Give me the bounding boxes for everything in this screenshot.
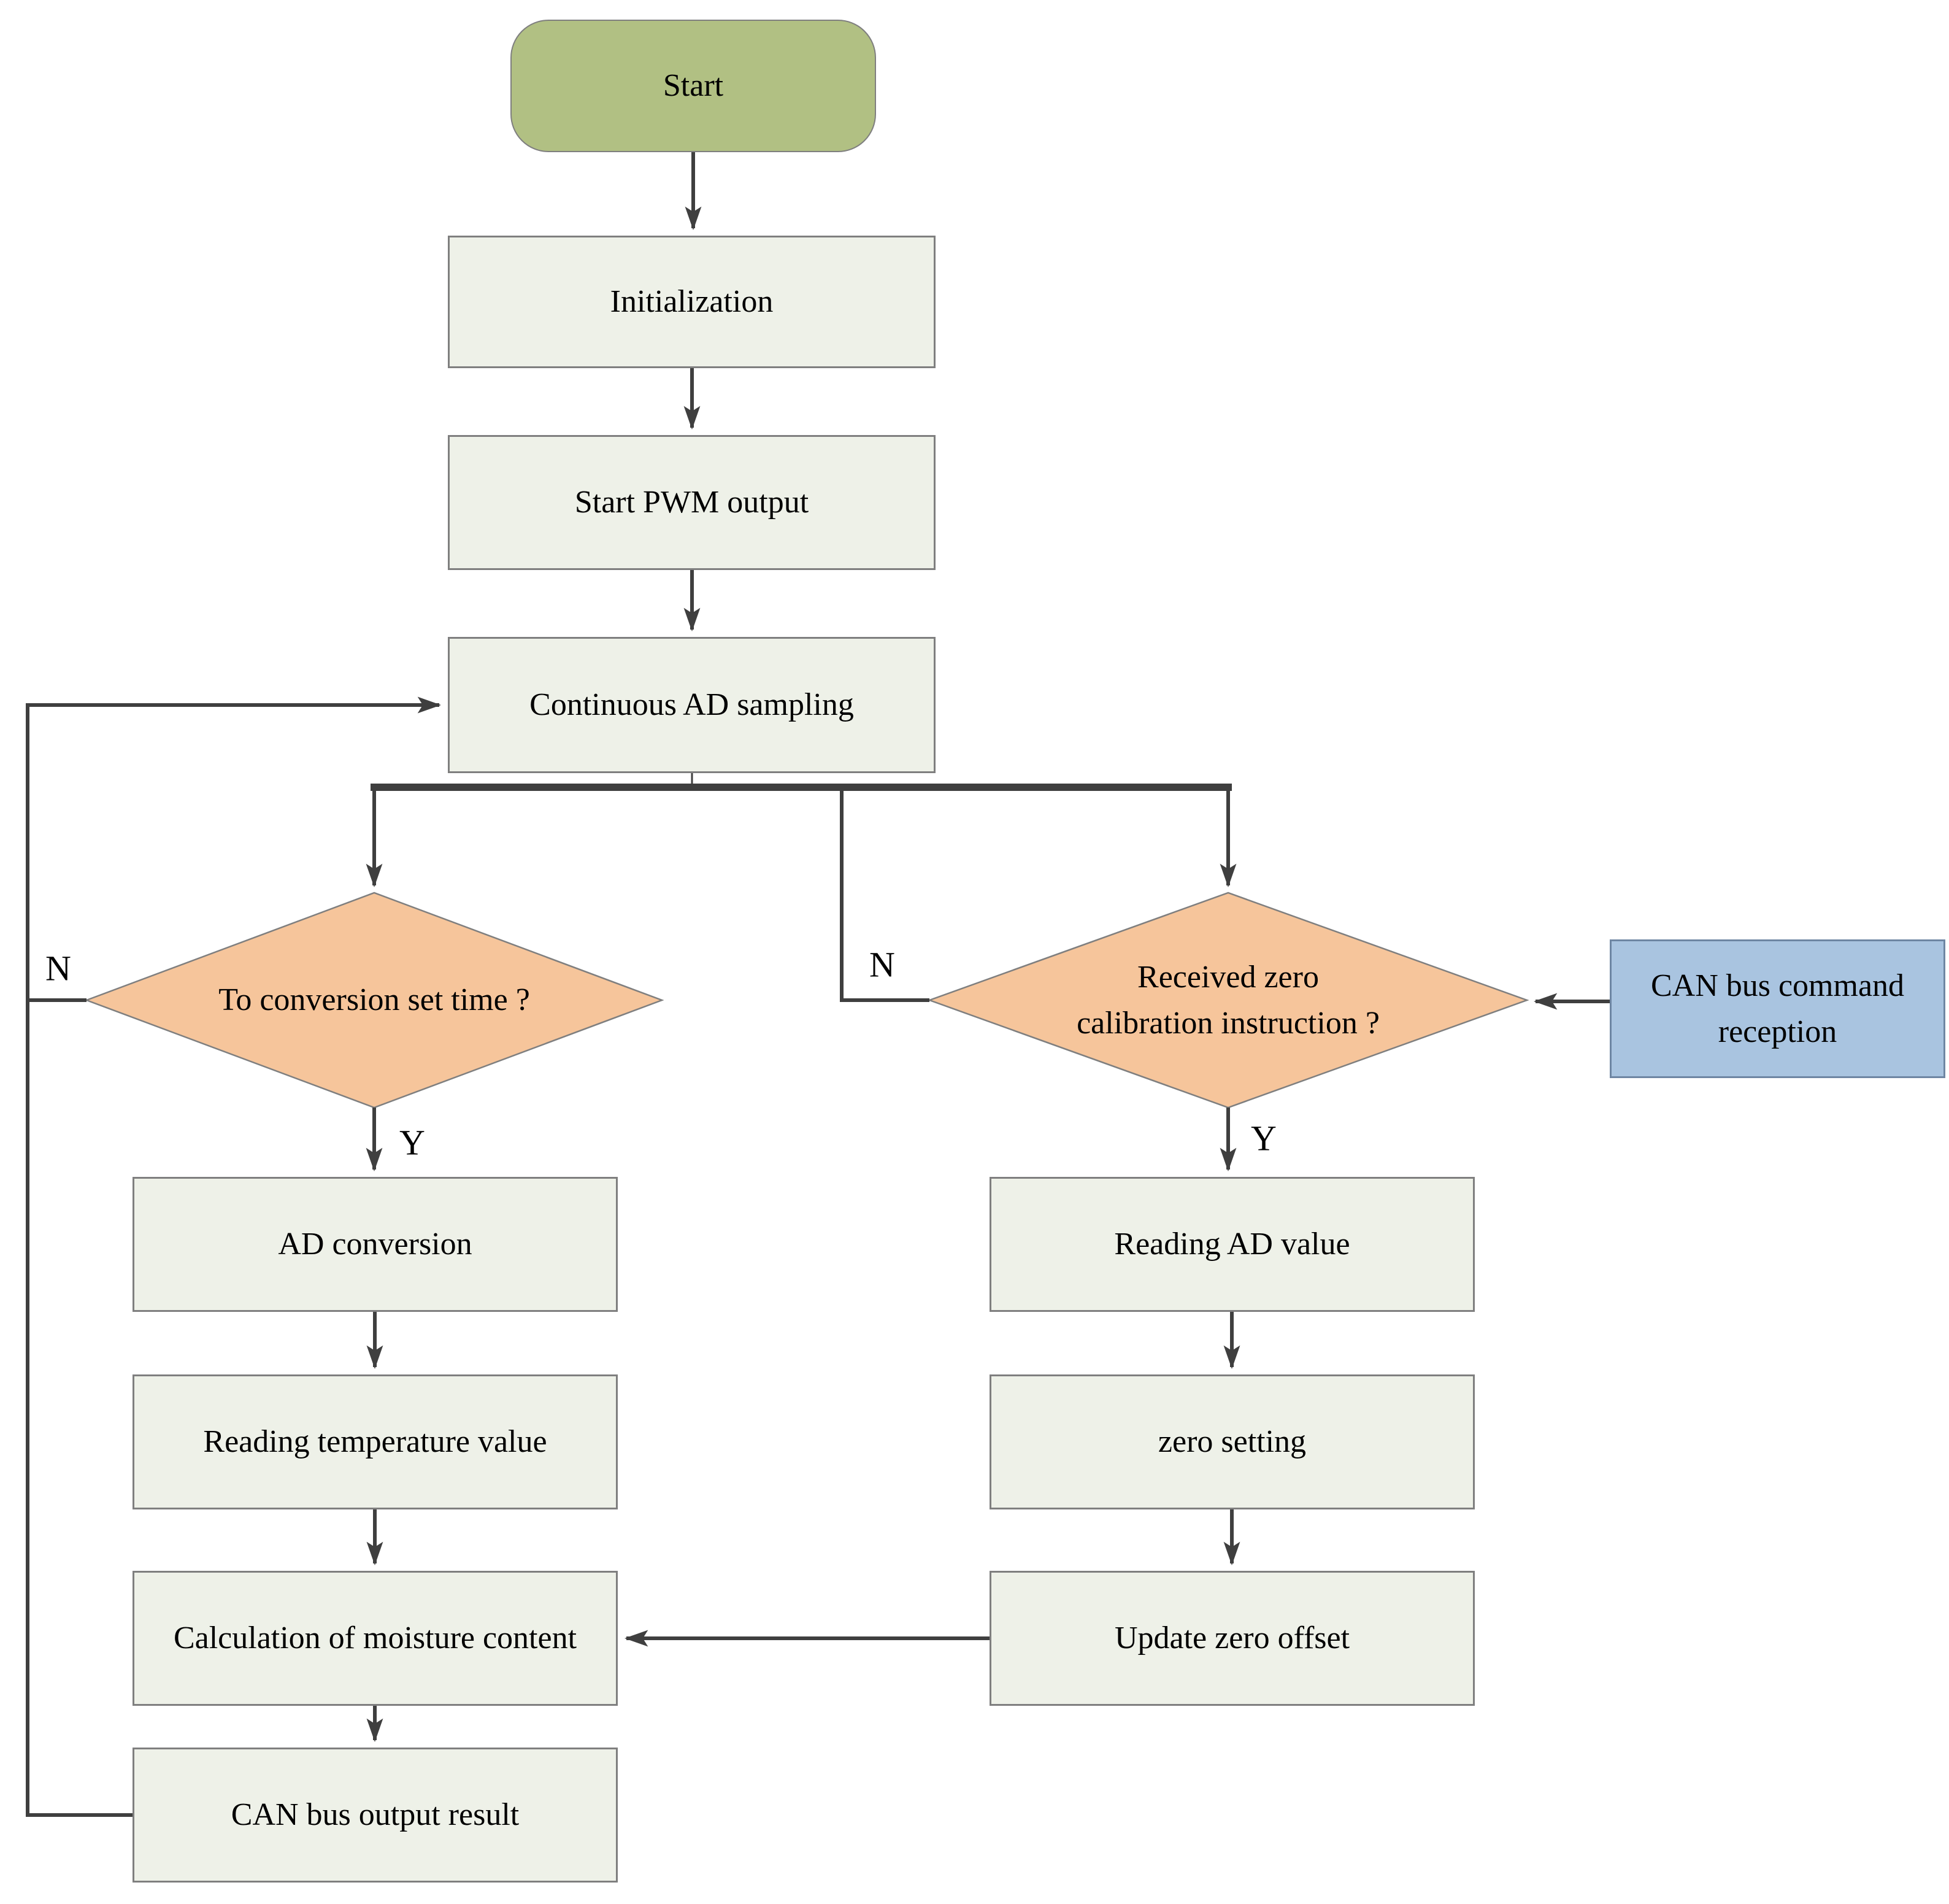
node-initialization: Initialization <box>448 236 936 368</box>
node-decision-conversion-time: To conversion set time ? <box>218 982 530 1018</box>
node-continuous-ad-sampling: Continuous AD sampling <box>448 637 936 773</box>
edge-label-left-no: N <box>45 948 71 989</box>
node-can-bus-output-result: CAN bus output result <box>133 1748 618 1883</box>
node-reading-ad-value: Reading AD value <box>990 1177 1475 1312</box>
node-start: Start <box>510 20 876 152</box>
edge-output-loop-to-sampling <box>26 696 442 1817</box>
node-decision-zero-calibration: Received zero calibration instruction ? <box>1077 959 1380 1041</box>
edge-label-right-no: N <box>869 944 895 985</box>
decision-diamond-conversion-time <box>84 892 664 1109</box>
node-reading-temperature-value: Reading temperature value <box>133 1374 618 1509</box>
node-start-pwm-output: Start PWM output <box>448 435 936 570</box>
node-ad-conversion: AD conversion <box>133 1177 618 1312</box>
node-update-zero-offset: Update zero offset <box>990 1571 1475 1706</box>
decision-diamond-zero-calibration <box>927 892 1529 1109</box>
node-can-bus-command-reception: CAN bus command reception <box>1610 939 1945 1078</box>
edge-label-left-yes: Y <box>399 1122 425 1163</box>
edge-right-diamond-no-loop <box>840 789 929 1002</box>
edge-label-right-yes: Y <box>1251 1118 1277 1158</box>
node-zero-setting: zero setting <box>990 1374 1475 1509</box>
node-calculation-of-moisture-content: Calculation of moisture content <box>133 1571 618 1706</box>
